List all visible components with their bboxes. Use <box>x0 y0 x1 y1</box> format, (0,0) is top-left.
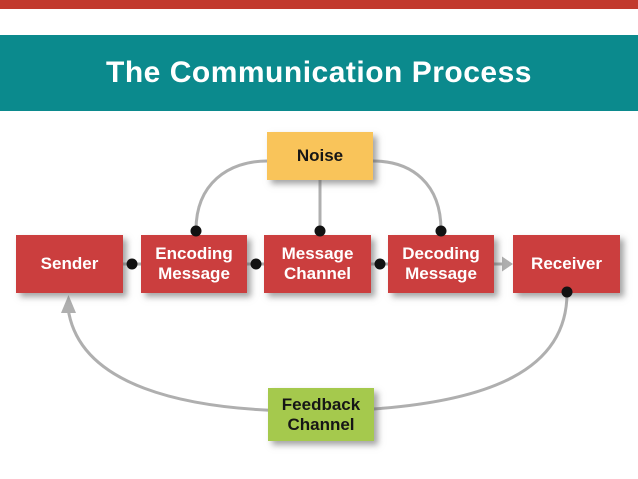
arrowhead-up-icon <box>61 295 76 313</box>
node-feedback-label: Feedback Channel <box>281 394 361 434</box>
title-banner: The Communication Process <box>0 35 638 111</box>
node-sender-label: Sender <box>40 254 99 274</box>
node-noise-label: Noise <box>296 146 344 166</box>
node-decoding-label: Decoding Message <box>402 244 480 283</box>
top-accent-bar <box>0 0 638 9</box>
node-sender: Sender <box>16 235 123 293</box>
connector-noise-encoding <box>194 159 269 232</box>
node-receiver: Receiver <box>513 235 620 293</box>
node-message-channel: Message Channel <box>264 235 371 293</box>
node-decoding-message: Decoding Message <box>388 235 494 293</box>
node-channel-label: Message Channel <box>281 244 354 283</box>
node-feedback-channel: Feedback Channel <box>268 388 374 441</box>
node-encoding-label: Encoding Message <box>155 244 233 283</box>
slide-title: The Communication Process <box>106 56 532 89</box>
node-noise: Noise <box>267 132 373 180</box>
arrowhead-right-icon <box>502 256 513 272</box>
node-receiver-label: Receiver <box>531 254 602 274</box>
node-encoding-message: Encoding Message <box>141 235 247 293</box>
connector-noise-decoding <box>371 159 443 232</box>
